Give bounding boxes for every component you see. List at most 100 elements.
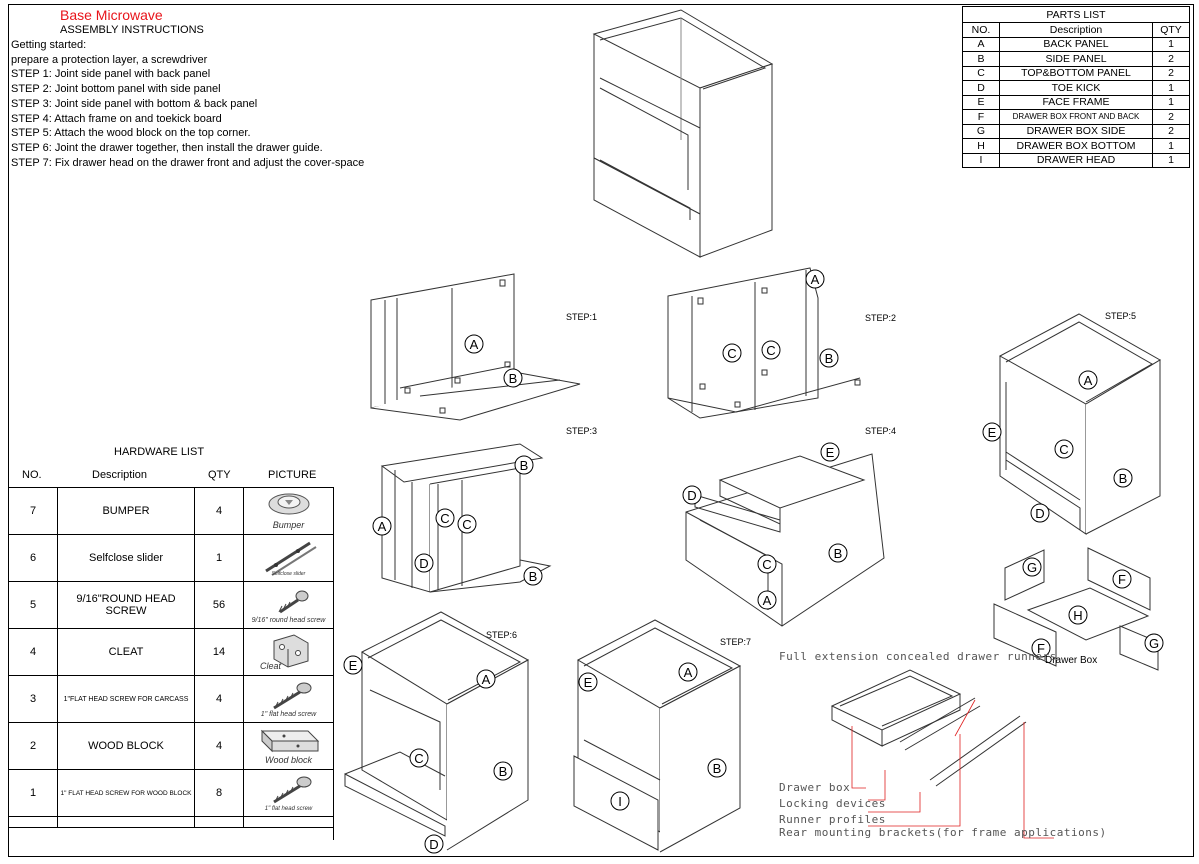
parts-qty: 1: [1152, 94, 1190, 110]
parts-desc: DRAWER BOX SIDE: [999, 123, 1153, 139]
hardware-list-table: 7 BUMPER 4 Bumper 6 Selfclose slider 1: [8, 487, 334, 840]
table-row: [8, 827, 334, 840]
callout-b: B: [1119, 471, 1128, 486]
parts-qty: 1: [1152, 152, 1190, 168]
callout-e: E: [988, 425, 997, 440]
callout-b: B: [713, 761, 722, 776]
hardware-no: 4: [8, 628, 58, 676]
hardware-no: 5: [8, 581, 58, 629]
wood-block-icon: [260, 729, 320, 753]
picture-caption: 1" flat head screw: [264, 806, 313, 812]
instruction-line: STEP 6: Joint the drawer together, then …: [11, 141, 323, 154]
hardware-picture: 1" flat head screw: [243, 769, 334, 817]
step-2-drawing: [667, 267, 861, 419]
hardware-header-qty: QTY: [208, 469, 231, 481]
step-5-drawing: [998, 313, 1161, 535]
parts-desc: DRAWER BOX BOTTOM: [999, 138, 1153, 154]
parts-header-desc: Description: [999, 22, 1153, 38]
screw-icon: [278, 590, 309, 614]
picture-caption: 9/16" round head screw: [251, 617, 326, 624]
instruction-line: STEP 3: Joint side panel with bottom & b…: [11, 97, 258, 110]
instructions-list: Getting started: prepare a protection la…: [11, 38, 364, 170]
step-5-label: STEP:5: [1105, 311, 1137, 321]
instruction-line: prepare a protection layer, a screwdrive…: [11, 53, 208, 66]
callout-b: B: [520, 458, 529, 473]
hardware-picture: Wood block: [243, 722, 334, 770]
step-6-label: STEP:6: [486, 630, 518, 640]
hardware-picture: Bumper: [243, 487, 334, 535]
drawer-runner-drawing: [830, 669, 1054, 839]
hardware-header-picture: PICTURE: [268, 469, 317, 481]
picture-caption: Selfclose slider: [271, 571, 306, 577]
bumper-icon: [268, 493, 310, 515]
callout-g: G: [1027, 560, 1037, 575]
callout-a: A: [684, 665, 693, 680]
step-1-label: STEP:1: [566, 312, 598, 322]
hardware-picture: 1" flat head screw: [243, 675, 334, 723]
instruction-line: STEP 2: Joint bottom panel with side pan…: [11, 83, 221, 96]
runner-note-runner: Runner profiles: [779, 813, 886, 826]
table-row: 3 1"FLAT HEAD SCREW FOR CARCASS 4 1" fla…: [8, 675, 334, 723]
parts-desc: TOP&BOTTOM PANEL: [999, 65, 1153, 81]
parts-no: H: [962, 138, 1000, 154]
table-row: [8, 816, 334, 828]
hardware-picture: 9/16" round head screw: [243, 581, 334, 629]
callout-b: B: [825, 351, 834, 366]
hardware-desc: 1" FLAT HEAD SCREW FOR WOOD BLOCK: [57, 769, 195, 817]
callout-e: E: [826, 445, 835, 460]
parts-desc: BACK PANEL: [999, 36, 1153, 52]
instruction-line: STEP 5: Attach the wood block on the top…: [11, 127, 251, 140]
table-row: 7 BUMPER 4 Bumper: [8, 487, 334, 535]
callout-d: D: [1035, 506, 1044, 521]
table-row: 1 1" FLAT HEAD SCREW FOR WOOD BLOCK 8 1"…: [8, 769, 334, 817]
hardware-desc: CLEAT: [57, 628, 195, 676]
instruction-line: STEP 1: Joint side panel with back panel: [11, 68, 211, 81]
hardware-qty: 4: [194, 675, 244, 723]
step-1-drawing: [370, 273, 581, 421]
callout-g: G: [1149, 636, 1159, 651]
document-title: Base Microwave: [60, 7, 163, 23]
flat-screw-icon: [273, 682, 312, 710]
hardware-no: 2: [8, 722, 58, 770]
step-2-label: STEP:2: [865, 313, 897, 323]
callout-b: B: [834, 546, 843, 561]
callout-e: E: [349, 658, 358, 673]
runner-title: Full extension concealed drawer runners: [779, 650, 1057, 663]
step-4-label: STEP:4: [865, 426, 897, 436]
callout-e: E: [584, 675, 593, 690]
table-row: 4 CLEAT 14 Cleat: [8, 628, 334, 676]
runner-note-locking: Locking devices: [779, 797, 886, 810]
callout-a: A: [763, 593, 772, 608]
part-callouts: [343, 269, 1164, 854]
picture-caption: Cleat: [260, 661, 282, 671]
hardware-desc: Selfclose slider: [57, 534, 195, 582]
parts-header-no: NO.: [962, 22, 1000, 38]
main-cabinet-drawing: [592, 9, 774, 258]
runner-note-rear: Rear mounting brackets(for frame applica…: [779, 826, 1107, 839]
parts-qty: 2: [1152, 123, 1190, 139]
instruction-line: STEP 4: Attach frame on and toekick boar…: [11, 112, 222, 125]
instruction-line: Getting started:: [11, 39, 87, 51]
hardware-qty: 56: [194, 581, 244, 629]
runner-note-drawer-box: Drawer box: [779, 781, 851, 794]
callout-b: B: [529, 569, 538, 584]
slider-icon: [265, 541, 317, 576]
parts-qty: 1: [1152, 138, 1190, 154]
step-4-drawing: [685, 453, 885, 627]
callout-c: C: [462, 517, 471, 532]
hardware-header-desc: Description: [92, 469, 148, 481]
step-3-label: STEP:3: [566, 426, 598, 436]
hardware-desc: 1"FLAT HEAD SCREW FOR CARCASS: [57, 675, 195, 723]
hardware-desc: WOOD BLOCK: [57, 722, 195, 770]
callout-d: D: [419, 556, 428, 571]
callout-c: C: [440, 511, 449, 526]
